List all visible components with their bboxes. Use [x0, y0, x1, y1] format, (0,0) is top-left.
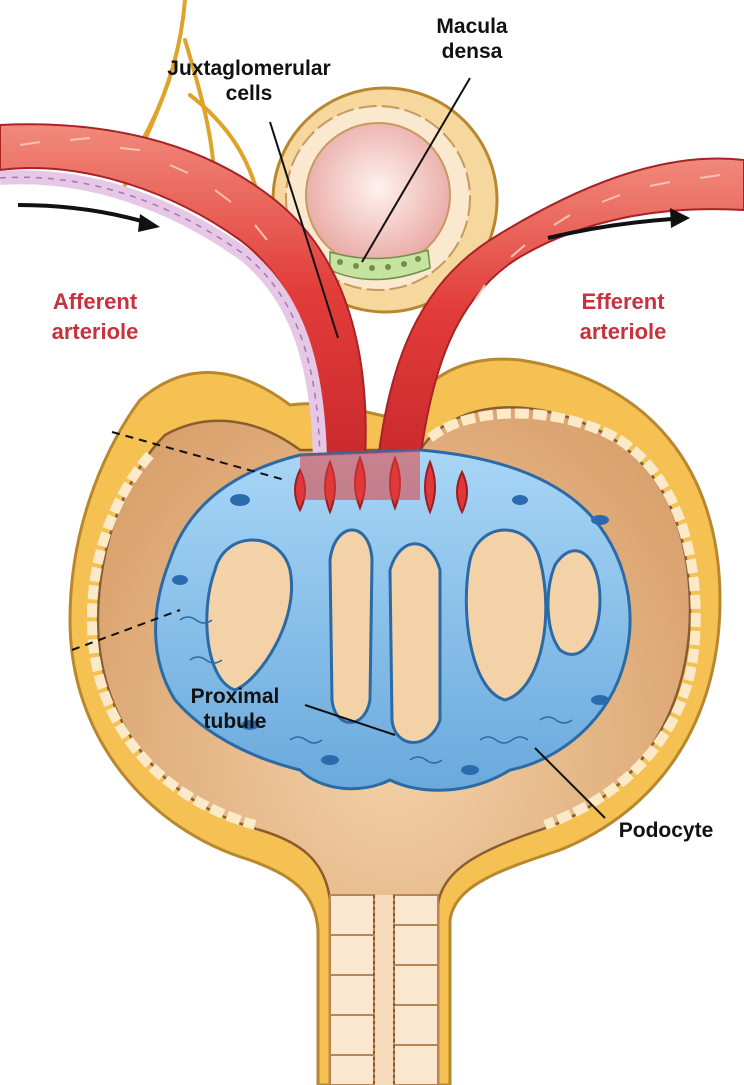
glomerulus	[156, 450, 630, 790]
macula-densa-label-line2: densa	[402, 39, 542, 64]
proximal-tubule-label: Proximal tubule	[165, 684, 305, 734]
podocyte-label: Podocyte	[596, 818, 736, 843]
afferent-label-line1: Afferent	[20, 287, 170, 317]
efferent-arteriole-label: Efferent arteriole	[548, 287, 698, 347]
proximal-label-line2: tubule	[165, 709, 305, 734]
macula-densa-label-line1: Macula	[402, 14, 542, 39]
podocyte-label-text: Podocyte	[596, 818, 736, 843]
afferent-arteriole-label: Afferent arteriole	[20, 287, 170, 347]
efferent-label-line2: arteriole	[548, 317, 698, 347]
juxtaglomerular-label: Juxtaglomerular cells	[122, 56, 376, 106]
proximal-tubule	[330, 895, 438, 1085]
juxtaglomerular-label-line2: cells	[122, 81, 376, 106]
efferent-label-line1: Efferent	[548, 287, 698, 317]
juxtaglomerular-label-line1: Juxtaglomerular	[122, 56, 376, 81]
proximal-label-line1: Proximal	[165, 684, 305, 709]
flow-arrow-in-icon	[18, 205, 160, 232]
afferent-label-line2: arteriole	[20, 317, 170, 347]
macula-densa-label: Macula densa	[402, 14, 542, 64]
